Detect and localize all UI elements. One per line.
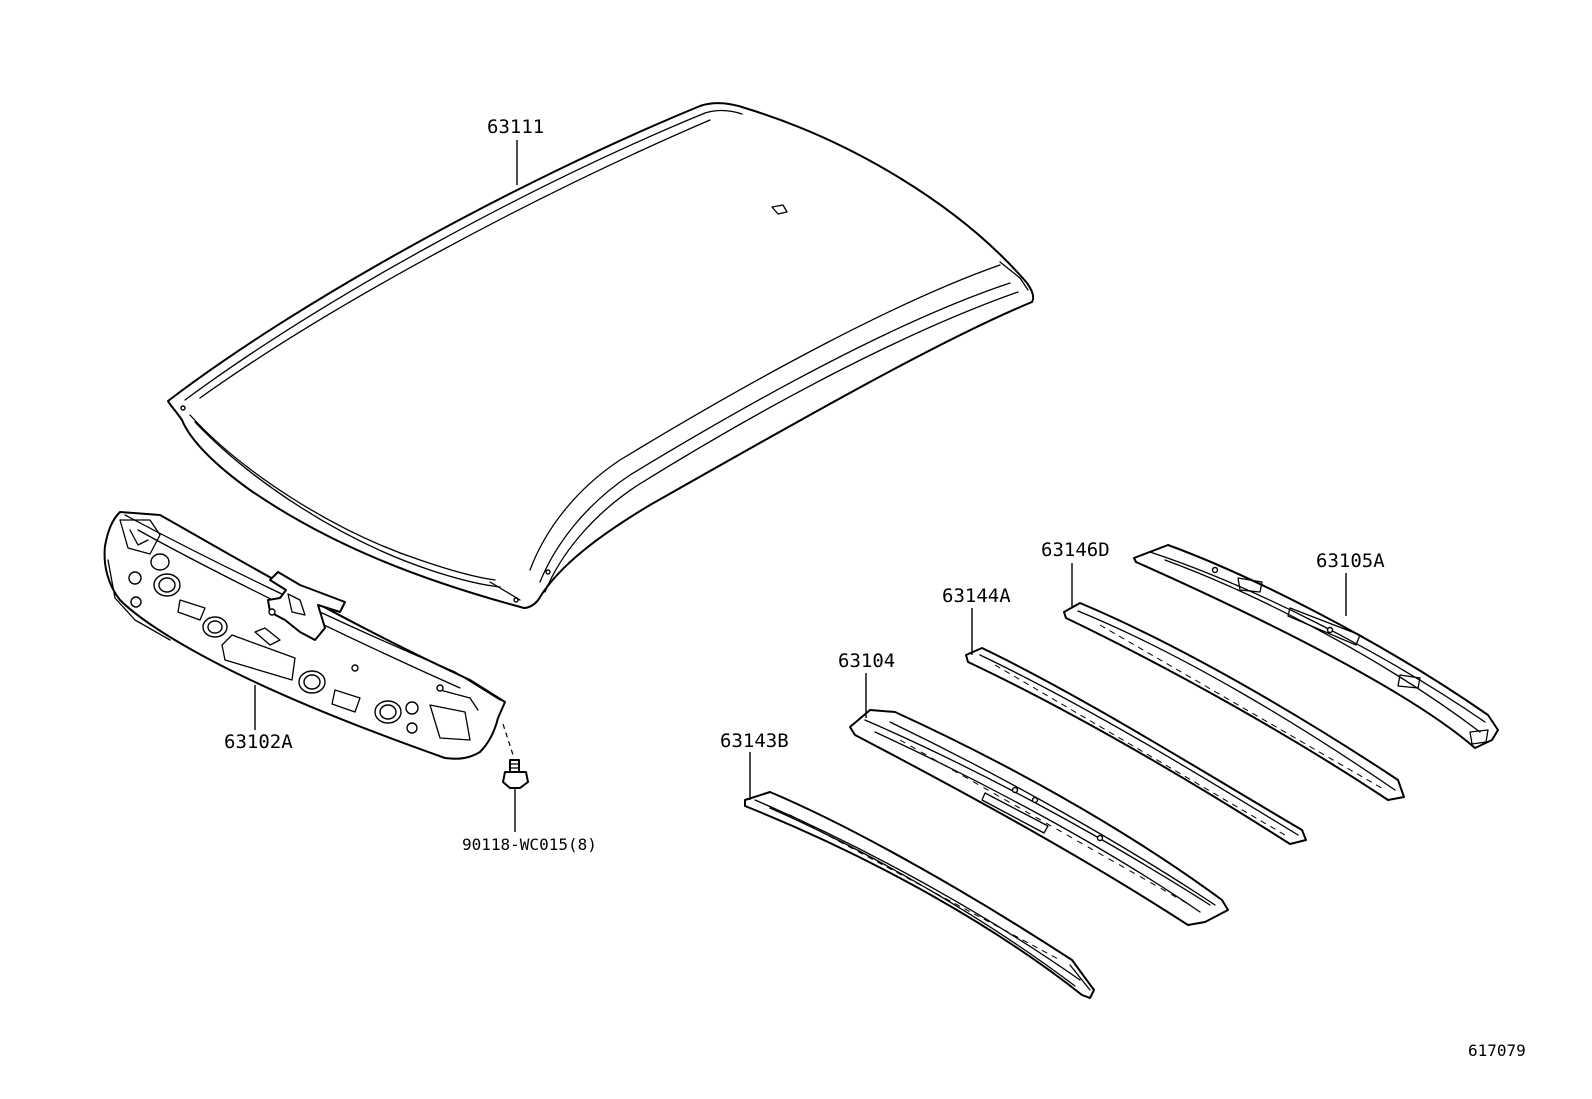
header-bracket[interactable]: [267, 571, 346, 641]
label-bow-63143b[interactable]: 63143B: [720, 730, 789, 752]
label-roof-panel[interactable]: 63111: [487, 116, 544, 138]
screw-fastener[interactable]: [502, 759, 529, 789]
rear-header-panel[interactable]: [1133, 544, 1499, 749]
roof-bow-63146d[interactable]: [1063, 602, 1405, 801]
drawing-number: 617079: [1468, 1041, 1526, 1060]
label-bow-63144a[interactable]: 63144A: [942, 585, 1011, 607]
label-bow-63146d[interactable]: 63146D: [1041, 539, 1110, 561]
roof-bow-63104[interactable]: [849, 709, 1229, 926]
screw-dash-line: [502, 723, 515, 759]
roof-panel[interactable]: [167, 102, 1035, 609]
label-front-header[interactable]: 63102A: [224, 731, 293, 753]
label-rear-header[interactable]: 63105A: [1316, 550, 1385, 572]
label-screw[interactable]: 90118-WC015(8): [462, 835, 597, 854]
label-bow-63104[interactable]: 63104: [838, 650, 895, 672]
roof-bow-63144a[interactable]: [965, 647, 1307, 845]
roof-bow-63143b[interactable]: [744, 791, 1095, 999]
